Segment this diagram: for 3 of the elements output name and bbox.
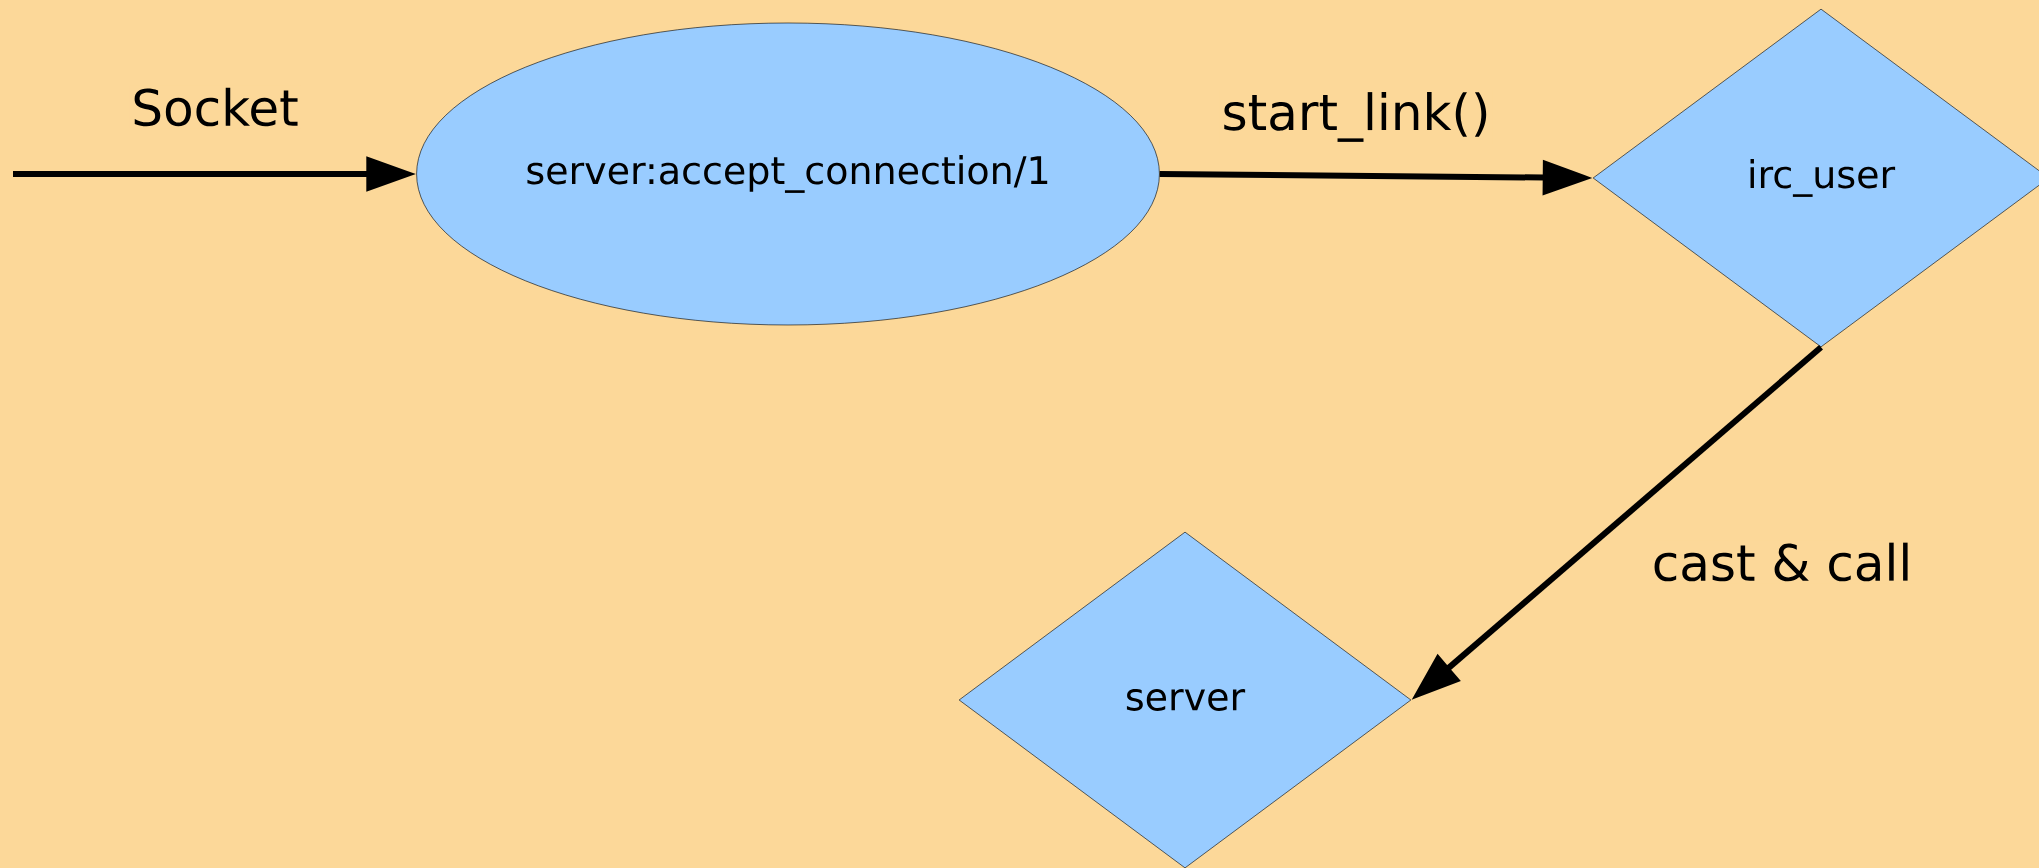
edge-label: start_link() <box>1219 90 1493 144</box>
edge-label: cast & call <box>1649 540 1915 584</box>
edge-label: Socket <box>129 85 301 129</box>
